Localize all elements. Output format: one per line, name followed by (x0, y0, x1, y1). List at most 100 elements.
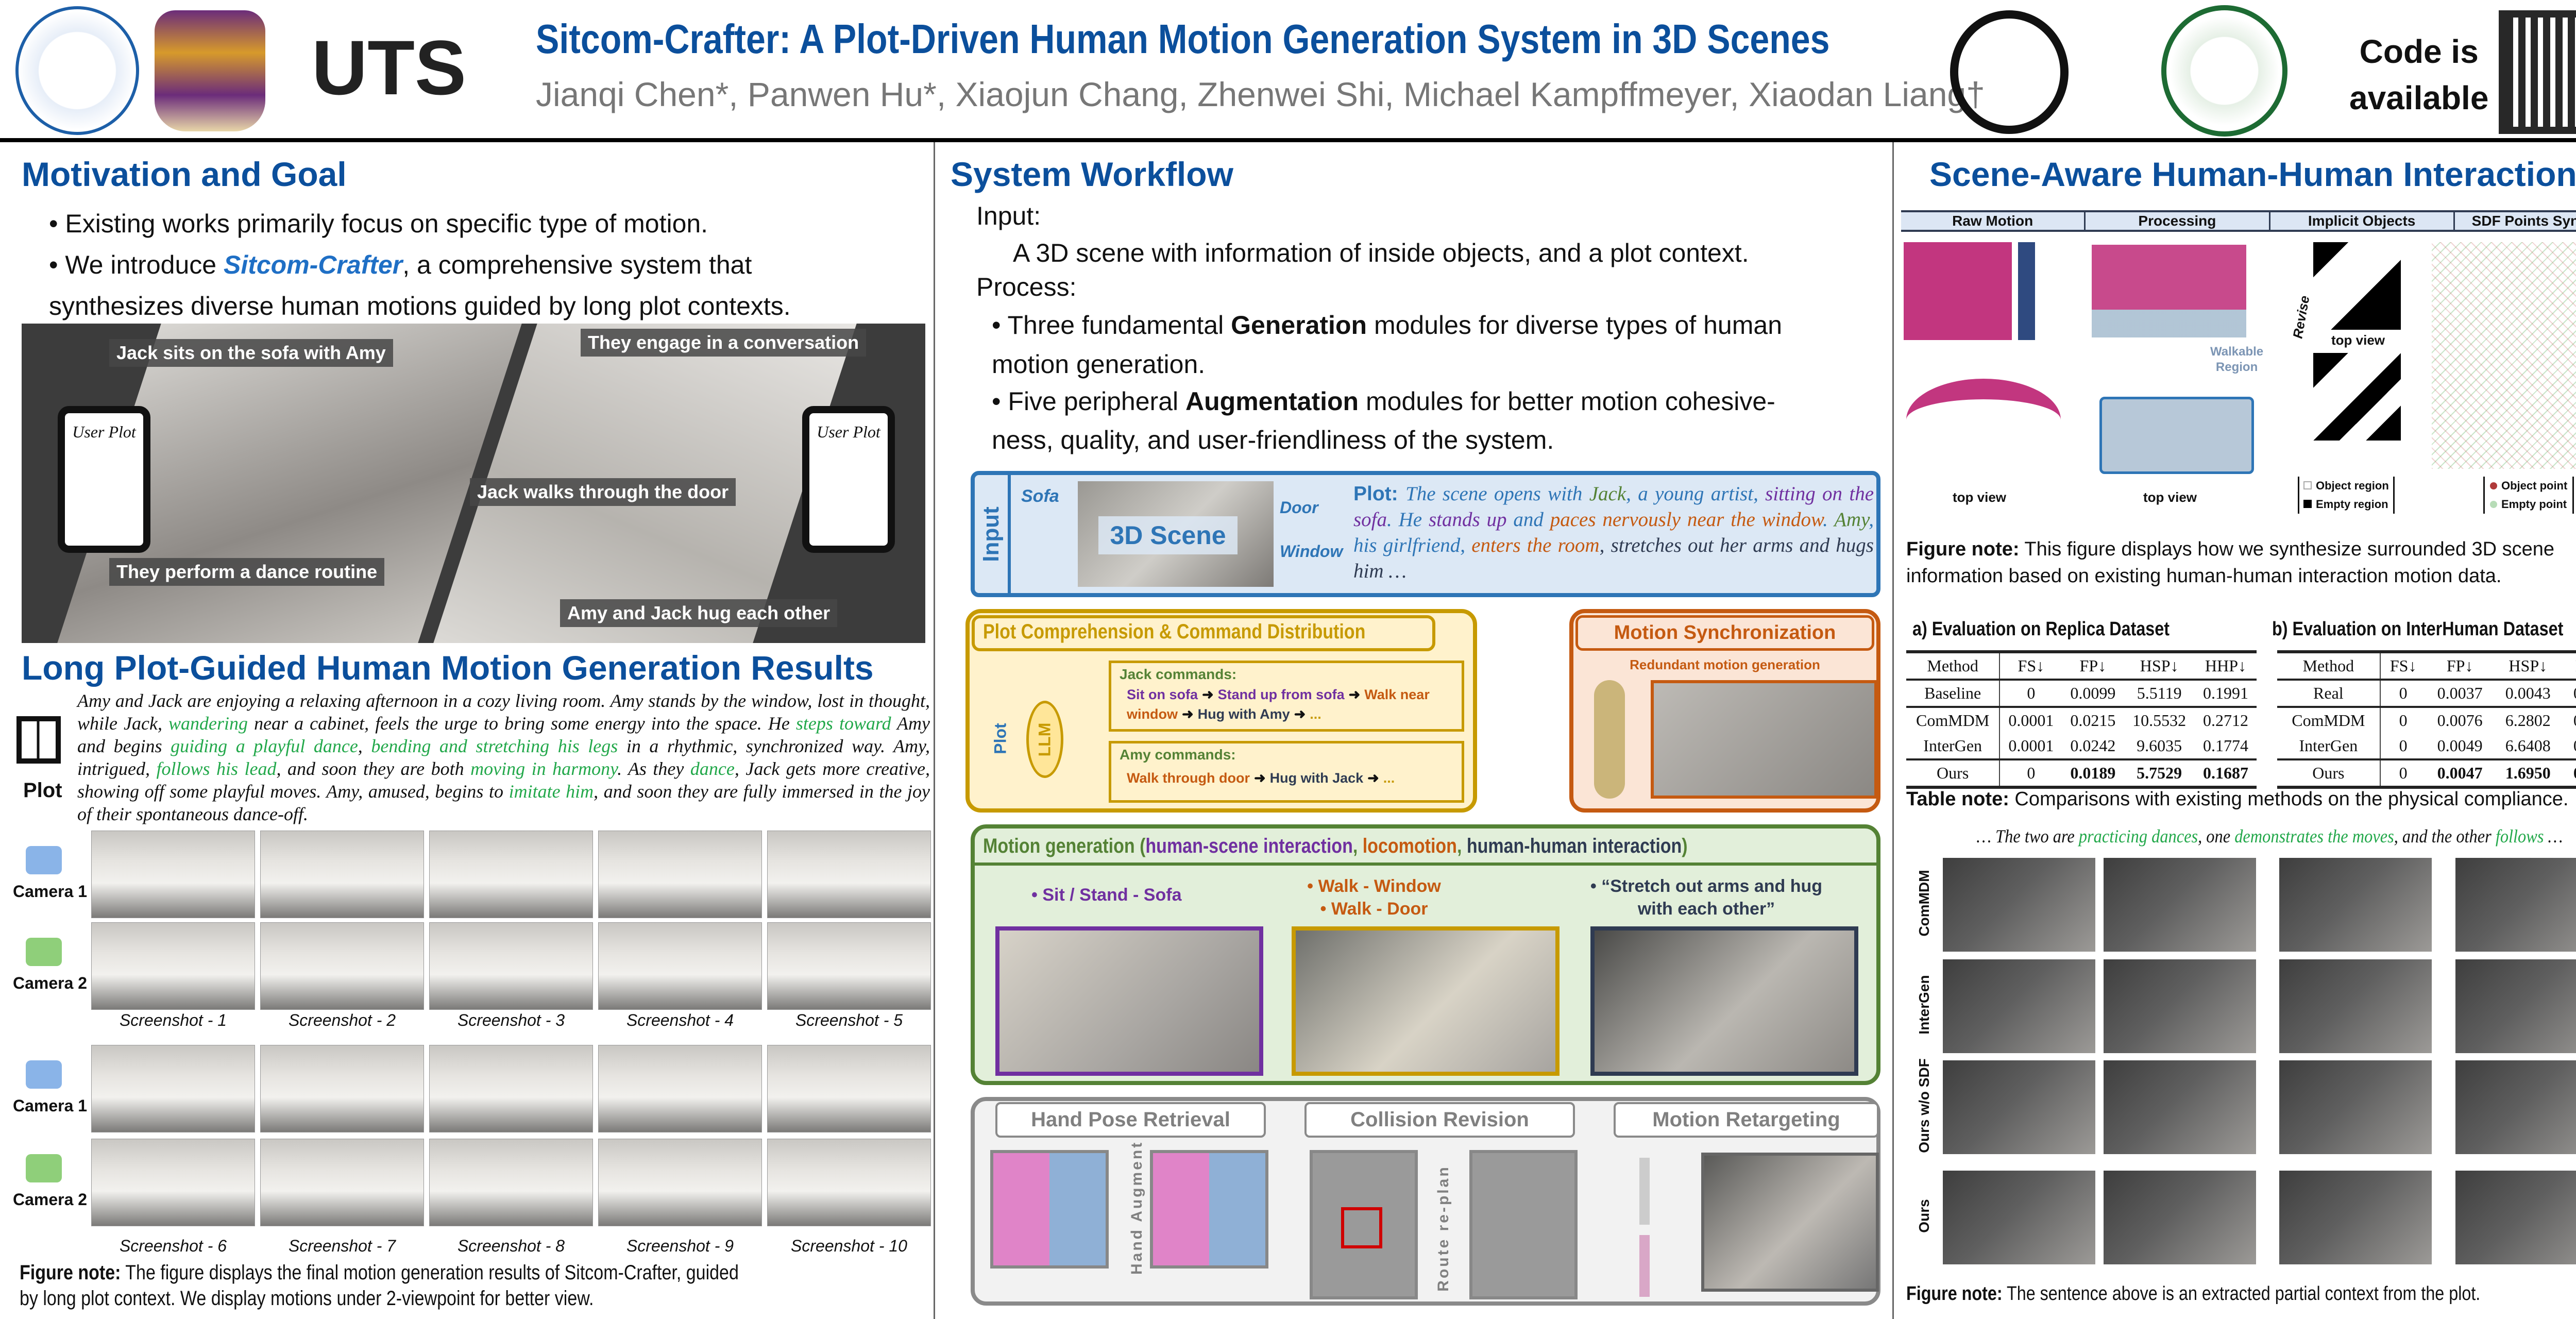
processing-side (2092, 245, 2246, 337)
table-cell: 0.0242 (2070, 736, 2116, 755)
header-divider (0, 138, 2576, 142)
caption-door: Jack walks through the door (470, 478, 736, 506)
region-legend: Object region Empty region (2298, 477, 2395, 514)
text-segment: . As they (617, 758, 690, 779)
process-label: Process: (976, 273, 1077, 301)
cuhk-logo (155, 10, 265, 131)
input-text: A 3D scene with information of inside ob… (1013, 239, 1749, 267)
table-cell: 0.0037 (2437, 684, 2483, 702)
comparison-sentence: … The two are practicing dances, one dem… (1976, 825, 2563, 847)
table-cell: 0 (2027, 764, 2036, 782)
top-view-label-3: top view (2331, 332, 2385, 348)
amy-commands-box: Amy commands: Walk through door➜Hug with… (1109, 741, 1464, 803)
text-segment: stands up (1428, 509, 1507, 531)
empty-point-label: Empty point (2501, 498, 2567, 511)
note-text: The sentence above is an extracted parti… (2002, 1283, 2481, 1305)
walkable-region-label: Walkable Region (2210, 344, 2263, 375)
screenshot-label: Screenshot - 2 (288, 1011, 396, 1029)
motivation-title: Motivation and Goal (22, 155, 347, 193)
camera-icon (26, 846, 62, 874)
top-view-label-2: top view (2143, 489, 2197, 505)
window-label: Window (1280, 542, 1343, 561)
interaction-figure-note: Figure note: This figure displays how we… (1906, 536, 2554, 589)
walkable-line2: Region (2215, 360, 2258, 374)
step-raw-motion: Raw Motion (1901, 212, 2086, 230)
table-cell: 0.0099 (2070, 684, 2116, 702)
screenshot-image (767, 831, 931, 918)
screenshot-label: Screenshot - 1 (119, 1011, 227, 1029)
user-plot-label: User Plot (72, 422, 136, 441)
user-plot-label: User Plot (817, 422, 880, 441)
input-plot-text: Plot: The scene opens with Jack, a young… (1353, 481, 1874, 584)
step-implicit-objects: Implicit Objects (2270, 212, 2455, 230)
command-item: Walk through door (1127, 770, 1250, 786)
qr-code[interactable] (2499, 10, 2576, 134)
sdf-points-image (2432, 242, 2576, 469)
table-cell: Baseline (1906, 680, 2001, 707)
table-cell: 0.0215 (2070, 711, 2116, 730)
arrow-right-icon: ➜ (1348, 687, 1361, 702)
input-label: Input: (976, 201, 1041, 230)
table-a-title: a) Evaluation on Replica Dataset (1912, 618, 2170, 640)
b2-bold: Augmentation (1185, 387, 1359, 416)
text-segment: . He (1387, 509, 1429, 531)
text-segment: … The two are (1976, 826, 2079, 847)
text-segment: Plot: (1353, 483, 1406, 505)
object-region-swatch (2303, 481, 2312, 489)
screenshot-image (598, 1045, 762, 1132)
table-cell: 5.5119 (2137, 684, 2182, 702)
hand-augment-arrow: Hand Augment (1128, 1140, 1145, 1275)
pipeline-steps: Raw Motion Processing Implicit Objects S… (1901, 210, 2576, 232)
table-cell: 0 (2399, 684, 2408, 702)
screenshot-image (429, 1139, 593, 1226)
tromso-logo (1950, 10, 2069, 134)
hand-pose-header: Hand Pose Retrieval (995, 1102, 1266, 1138)
command-item: Sit on sofa (1127, 687, 1198, 702)
comparison-image (1943, 858, 2095, 952)
text-segment: practicing dances (2078, 826, 2198, 847)
comparison-image (1943, 1060, 2095, 1154)
camera-label: Camera 1 (13, 882, 88, 901)
comparison-image (2279, 1060, 2432, 1154)
text-segment: , his girlfriend, (1353, 509, 1874, 556)
input-side-label: Input (978, 506, 1004, 562)
method-label: InterGen (1916, 975, 1932, 1035)
b2-post: modules for better motion cohesive- (1359, 387, 1775, 416)
b1-pre: • Three fundamental (992, 311, 1231, 340)
sync-subtitle: Redundant motion generation (1630, 657, 1820, 672)
processing-top (2099, 397, 2254, 474)
note-line2: by long plot context. We display motions… (20, 1287, 594, 1310)
command-item: ... (1383, 770, 1395, 786)
note-line2: information based on existing human-huma… (1906, 565, 2502, 587)
augmentation-box: Hand Pose Retrieval Collision Revision M… (971, 1097, 1880, 1306)
method-label: ComMDM (1916, 870, 1932, 937)
table-cell: 6.6408 (2505, 736, 2551, 755)
text-segment: moving in harmony (470, 758, 618, 779)
text-segment: , (1456, 835, 1467, 857)
hand-before-image (990, 1150, 1109, 1269)
text-segment: follows his lead (156, 758, 277, 779)
table-cell: 0.1687 (2203, 764, 2248, 782)
column-header: FP↓ (2079, 656, 2107, 675)
b1-post: modules for diverse types of human (1367, 311, 1783, 340)
table-b-title: b) Evaluation on InterHuman Dataset (2272, 618, 2564, 640)
comparison-image (2279, 959, 2432, 1053)
table-cell: 9.6035 (2137, 736, 2182, 755)
b1-bold: Generation (1231, 311, 1367, 340)
hsi-image (995, 926, 1263, 1076)
screenshot-image (767, 1045, 931, 1132)
screenshot-image (260, 922, 424, 1010)
caption-conversation: They engage in a conversation (581, 329, 867, 357)
note-bold: Figure note: (20, 1261, 121, 1284)
table-cell: 0.1336 (2562, 707, 2576, 733)
arrow-right-icon: ➜ (1253, 770, 1266, 786)
screenshot-image (260, 1045, 424, 1132)
input-box: Input 3D Scene Sofa Door Window Plot: Th… (971, 471, 1880, 597)
note-bold: Table note: (1906, 788, 2009, 810)
table-cell: 0.2712 (2203, 711, 2248, 730)
motion-gen-header-frame (975, 828, 1876, 866)
comparison-image (2279, 858, 2432, 952)
column-divider-2 (1892, 142, 1894, 1319)
